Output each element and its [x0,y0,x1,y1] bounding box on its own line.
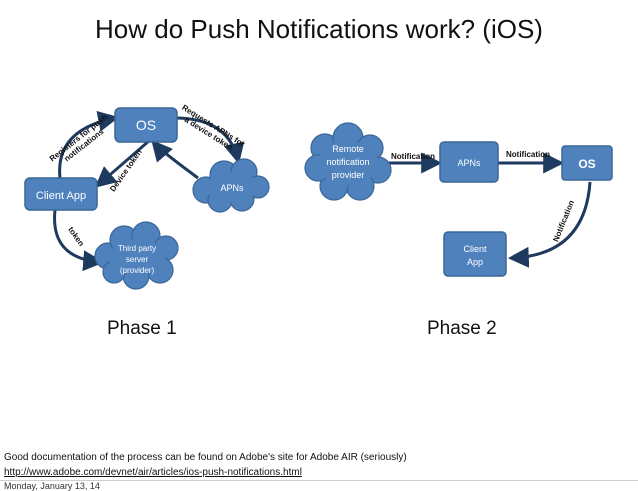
p1-arrow-token [53,209,105,272]
phase-1-label: Phase 1 [107,318,177,339]
p1-arrow-request [174,116,245,165]
slide-date: Monday, January 13, 14 [4,481,100,491]
p1-arrow-register [58,111,120,179]
p1-third-party-line2: server [126,255,149,264]
documentation-link[interactable]: http://www.adobe.com/devnet/air/articles… [4,467,302,478]
p2-apns-box [439,141,499,183]
slide-title: How do Push Notifications work? (iOS) [95,14,543,44]
p2-notification-label-2: Notification [506,150,550,159]
p2-os-label: OS [578,157,595,171]
p2-provider-line3: provider [332,170,365,180]
p2-notification-label-3: Notification [551,199,576,243]
p2-client-line1: Client [463,244,487,254]
p1-client-app-box [24,177,98,211]
p2-notification-label-1: Notification [391,152,435,161]
p1-os-label: OS [136,117,156,133]
p1-arrow-device-token [94,138,151,188]
p1-os-box [114,107,178,143]
p2-os-box [561,145,613,181]
p1-third-party-line1: Third party [118,244,156,253]
p2-client-line2: App [467,257,483,267]
documentation-note: Good documentation of the process can be… [4,452,407,463]
p2-remote-provider-cloud [304,122,392,201]
phase-2-label: Phase 2 [427,318,497,339]
p2-arrow-os-client [507,181,592,268]
p2-provider-line1: Remote [332,144,364,154]
p1-client-app-label: Client App [36,190,86,202]
p2-apns-label: APNs [457,158,481,168]
p1-apns-cloud [192,158,270,213]
p2-client-app-box [443,231,507,277]
p1-token-label: token [66,225,86,248]
footer-divider [0,480,638,481]
p1-third-party-cloud [94,221,179,290]
p1-apns-label: APNs [220,183,244,193]
p1-third-party-line3: (provider) [120,266,155,275]
p2-provider-line2: notification [326,157,369,167]
p1-arrow-apns-to-os [151,139,199,180]
